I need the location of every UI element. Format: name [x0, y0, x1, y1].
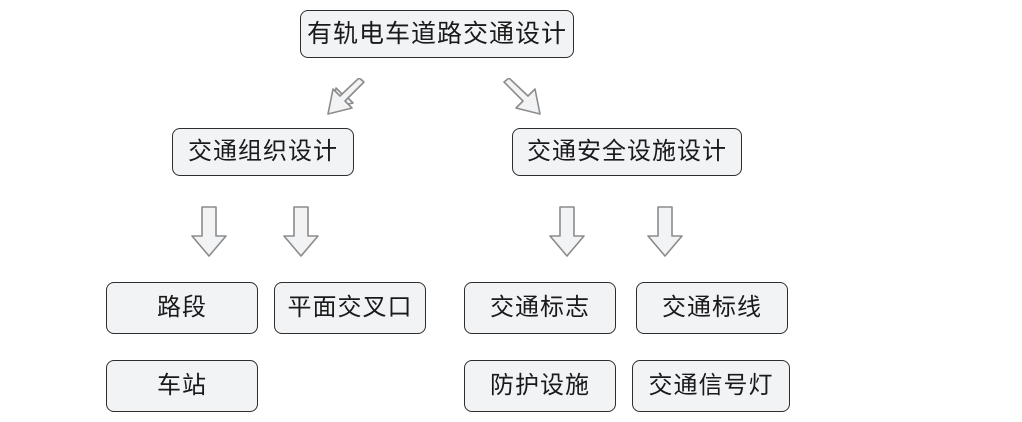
node-traffic-organization-design-label: 交通组织设计	[188, 138, 338, 165]
down-arrow-3	[548, 206, 586, 258]
node-road-section: 路段	[106, 282, 258, 334]
node-station-label: 车站	[157, 372, 207, 399]
node-protective-facility: 防护设施	[464, 360, 616, 412]
node-traffic-signal-light-label: 交通信号灯	[648, 372, 774, 399]
node-protective-facility-label: 防护设施	[490, 372, 590, 399]
node-traffic-safety-facility-design-label: 交通安全设施设计	[527, 138, 727, 165]
node-traffic-sign-label: 交通标志	[490, 294, 590, 321]
node-at-grade-intersection: 平面交叉口	[274, 282, 426, 334]
node-root: 有轨电车道路交通设计	[300, 10, 574, 58]
diagonal-down-left-arrow	[312, 78, 368, 122]
node-traffic-sign: 交通标志	[464, 282, 616, 334]
node-traffic-organization-design: 交通组织设计	[172, 128, 354, 176]
node-station: 车站	[106, 360, 258, 412]
node-traffic-marking-label: 交通标线	[662, 294, 762, 321]
node-root-label: 有轨电车道路交通设计	[306, 19, 567, 48]
node-traffic-signal-light: 交通信号灯	[632, 360, 790, 412]
down-arrow-2	[282, 206, 320, 258]
down-arrow-1	[190, 206, 228, 258]
node-traffic-safety-facility-design: 交通安全设施设计	[512, 128, 742, 176]
down-arrow-4	[646, 206, 684, 258]
diagonal-down-right-arrow	[500, 78, 556, 122]
node-at-grade-intersection-label: 平面交叉口	[287, 294, 413, 321]
node-traffic-marking: 交通标线	[636, 282, 788, 334]
node-road-section-label: 路段	[157, 294, 207, 321]
